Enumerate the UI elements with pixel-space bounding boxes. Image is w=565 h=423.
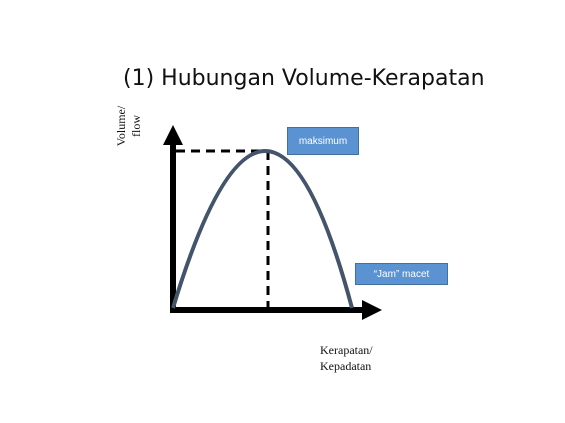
volume-density-curve — [171, 149, 354, 309]
diagram-title: (1) Hubungan Volume-Kerapatan — [123, 66, 485, 91]
maximum-callout-text: maksimum — [298, 135, 348, 147]
x-axis-label: Kerapatan/ Kepadatan — [320, 343, 373, 373]
jam-callout: “Jam” macet — [355, 263, 448, 285]
y-axis-arrowhead — [163, 125, 183, 145]
x-axis-arrowhead — [362, 300, 382, 320]
jam-callout-text: “Jam” macet — [373, 268, 430, 280]
maximum-callout: maksimum — [287, 127, 359, 155]
